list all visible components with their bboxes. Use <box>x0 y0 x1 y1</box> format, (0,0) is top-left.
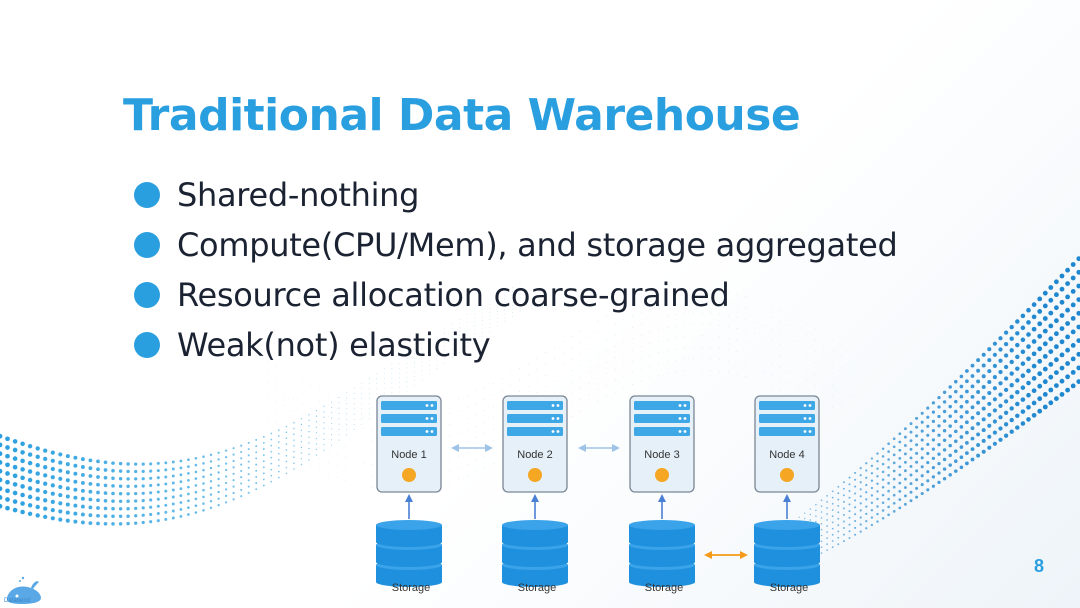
storage-label: Storage <box>770 582 809 594</box>
db-layer-top <box>376 520 442 530</box>
node-server: Node 1 <box>376 395 442 493</box>
rack-light <box>430 430 434 433</box>
server-rack-bar <box>507 401 563 410</box>
db-layer-bottom <box>754 537 820 547</box>
storage-database: Storage <box>629 520 695 594</box>
storage-database: Storage <box>754 520 820 594</box>
rack-light <box>678 430 682 433</box>
bullet-text: Weak(not) elasticity <box>177 326 491 364</box>
node-label: Node 1 <box>391 449 426 461</box>
server-rack-bar <box>381 401 437 410</box>
db-layer-bottom <box>376 577 442 587</box>
rack-light <box>556 404 560 407</box>
server-rack-bar <box>759 427 815 436</box>
rack-light <box>678 404 682 407</box>
rack-light <box>425 404 429 407</box>
bullet-text: Compute(CPU/Mem), and storage aggregated <box>177 226 898 264</box>
bullet-item: Shared-nothing <box>134 170 898 220</box>
storage-label: Storage <box>518 582 557 594</box>
bullet-item: Resource allocation coarse-grained <box>134 270 898 320</box>
bullet-text: Shared-nothing <box>177 176 420 214</box>
server-rack-bar <box>507 414 563 423</box>
bullet-item: Compute(CPU/Mem), and storage aggregated <box>134 220 898 270</box>
rack-light <box>803 430 807 433</box>
bullet-dot-icon <box>134 332 160 358</box>
db-layer-bottom <box>629 537 695 547</box>
bullet-dot-icon <box>134 182 160 208</box>
logo-text: Databend <box>4 598 31 604</box>
rack-light <box>803 417 807 420</box>
storage-label: Storage <box>645 582 684 594</box>
rack-light <box>808 404 812 407</box>
db-layer-bottom <box>376 537 442 547</box>
rack-light <box>556 430 560 433</box>
db-layer-top <box>629 520 695 530</box>
bullet-list: Shared-nothing Compute(CPU/Mem), and sto… <box>134 170 898 370</box>
node-status-dot <box>528 468 542 482</box>
db-layer-bottom <box>502 537 568 547</box>
bullet-dot-icon <box>134 282 160 308</box>
node-server: Node 3 <box>629 395 695 493</box>
rack-light <box>808 430 812 433</box>
server-rack-bar <box>634 427 690 436</box>
server-rack-bar <box>759 414 815 423</box>
server-rack-bar <box>634 414 690 423</box>
server-rack-bar <box>381 414 437 423</box>
databend-logo-icon <box>6 576 41 604</box>
rack-light <box>683 417 687 420</box>
server-rack-bar <box>381 427 437 436</box>
bullet-dot-icon <box>134 232 160 258</box>
rack-light <box>551 430 555 433</box>
rack-light <box>551 417 555 420</box>
rack-light <box>556 417 560 420</box>
bullet-text: Resource allocation coarse-grained <box>177 276 730 314</box>
rack-light <box>683 430 687 433</box>
storage-label: Storage <box>392 582 431 594</box>
db-layer-bottom <box>629 557 695 567</box>
db-layer-bottom <box>629 577 695 587</box>
bullet-item: Weak(not) elasticity <box>134 320 898 370</box>
node-label: Node 2 <box>517 449 552 461</box>
rack-light <box>425 417 429 420</box>
node-server: Node 2 <box>502 395 568 493</box>
db-layer-bottom <box>754 577 820 587</box>
db-layer-bottom <box>502 577 568 587</box>
db-layer-bottom <box>754 557 820 567</box>
rack-light <box>808 417 812 420</box>
node-status-dot <box>655 468 669 482</box>
db-layer-top <box>754 520 820 530</box>
db-layer-bottom <box>502 557 568 567</box>
page-number: 8 <box>1034 556 1045 576</box>
db-layer-top <box>502 520 568 530</box>
node-status-dot <box>402 468 416 482</box>
server-rack-bar <box>634 401 690 410</box>
db-layer-bottom <box>376 557 442 567</box>
storage-database: Storage <box>376 520 442 594</box>
node-label: Node 4 <box>769 449 804 461</box>
server-rack-bar <box>507 427 563 436</box>
rack-light <box>803 404 807 407</box>
node-label: Node 3 <box>644 449 679 461</box>
slide-title: Traditional Data Warehouse <box>123 90 801 141</box>
node-status-dot <box>780 468 794 482</box>
rack-light <box>678 417 682 420</box>
rack-light <box>551 404 555 407</box>
server-rack-bar <box>759 401 815 410</box>
rack-light <box>430 417 434 420</box>
node-server: Node 4 <box>754 395 820 493</box>
rack-light <box>430 404 434 407</box>
storage-database: Storage <box>502 520 568 594</box>
rack-light <box>683 404 687 407</box>
rack-light <box>425 430 429 433</box>
